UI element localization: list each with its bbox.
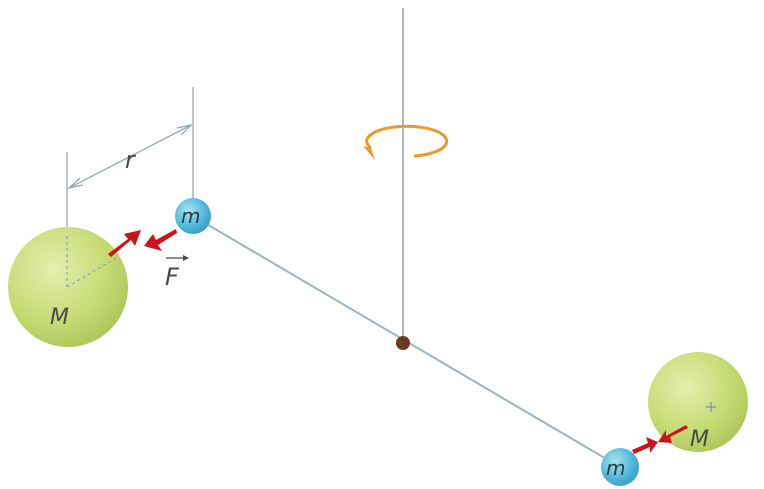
big-mass-left-label: M	[50, 305, 69, 330]
small-sphere-right: m	[601, 448, 639, 486]
big-sphere-left: M	[8, 227, 128, 347]
rotation-icon	[363, 124, 449, 160]
force-icon	[108, 229, 177, 257]
force-vector-label: F	[165, 255, 189, 291]
big-mass-right-label: M	[690, 427, 709, 452]
force-label: F	[165, 263, 180, 291]
big-sphere-right: M	[648, 352, 748, 452]
distance-dimension	[66, 123, 193, 190]
small-mass-left-label: m	[181, 204, 200, 228]
small-mass-right-label: m	[606, 456, 625, 480]
pivot-point	[396, 336, 410, 350]
distance-label: r	[125, 146, 137, 174]
force-icon-right	[632, 425, 688, 454]
small-sphere-left: m	[175, 198, 211, 234]
